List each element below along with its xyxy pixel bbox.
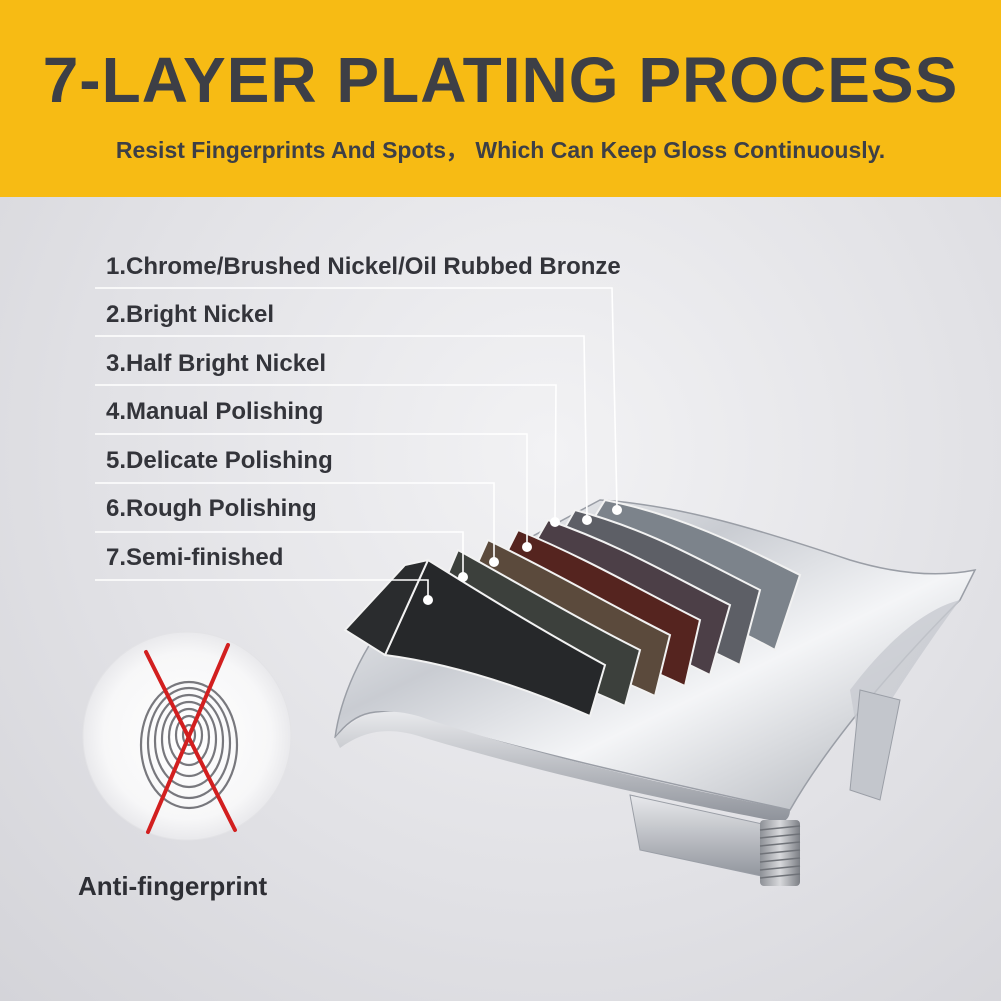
layer-label-1: 1.Chrome/Brushed Nickel/Oil Rubbed Bronz… — [106, 253, 621, 280]
callout-dot-3 — [550, 517, 560, 527]
plating-layers — [343, 498, 802, 718]
layer-label-6: 6.Rough Polishing — [106, 495, 317, 522]
callout-dot-6 — [458, 572, 468, 582]
anti-fingerprint-label: Anti-fingerprint — [78, 871, 268, 901]
red-cross-icon — [144, 643, 237, 834]
callout-line-2 — [95, 335, 588, 519]
callout-dots — [423, 505, 622, 605]
layer-label-5: 5.Delicate Polishing — [106, 447, 333, 474]
layer-7-sheet — [383, 558, 607, 718]
callout-dot-7 — [423, 595, 433, 605]
layer-label-7: 7.Semi-finished — [106, 544, 284, 571]
callout-line-5 — [95, 482, 495, 560]
page-subtitle: Resist Fingerprints And Spots， Which Can… — [115, 137, 886, 163]
fingerprint-icon — [139, 680, 239, 810]
header-banner — [0, 0, 1001, 197]
page-title: 7-LAYER PLATING PROCESS — [42, 44, 959, 116]
callout-lines — [95, 287, 618, 598]
callout-line-1 — [95, 287, 618, 509]
callout-line-3 — [95, 384, 557, 521]
callout-dot-1 — [612, 505, 622, 515]
layer-label-3: 3.Half Bright Nickel — [106, 350, 327, 377]
callout-line-6 — [95, 531, 464, 575]
layer-label-4: 4.Manual Polishing — [106, 398, 324, 425]
callout-dot-2 — [582, 515, 592, 525]
callout-dot-5 — [489, 557, 499, 567]
anti-fingerprint-badge — [82, 631, 292, 841]
callout-line-4 — [95, 433, 528, 545]
callout-dot-4 — [522, 542, 532, 552]
layer-label-2: 2.Bright Nickel — [106, 301, 275, 328]
callout-line-7 — [95, 579, 429, 598]
